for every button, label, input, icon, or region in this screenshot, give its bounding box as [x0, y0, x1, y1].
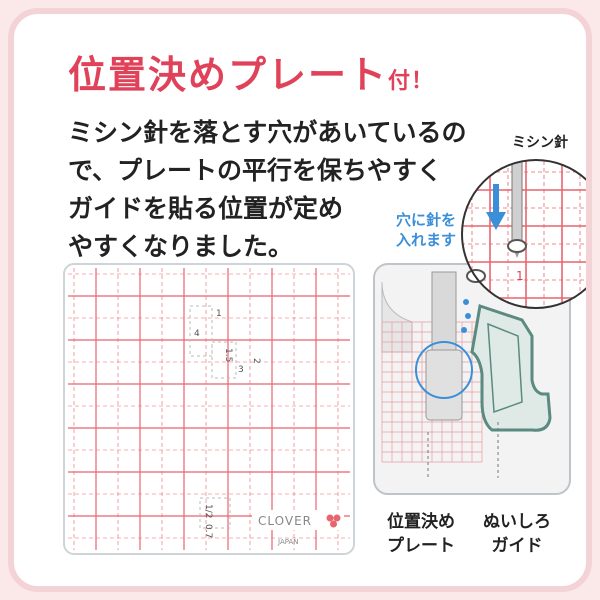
needle-position-dots: [461, 299, 471, 333]
mark-0-7: 0.7: [203, 524, 213, 538]
description: ミシン針を落とす穴があいているの で、プレートの平行を保ちやすく ガイドを貼る位…: [68, 114, 488, 266]
zoom-mark: 1: [516, 269, 524, 283]
insert-label-line: 穴に針を: [396, 211, 457, 229]
machine-guide-illustration: [373, 263, 571, 495]
plate-measure-labels: 4 1.5 3 2 1 1/2 0.7: [194, 309, 261, 538]
clover-logo: CLOVER: [258, 514, 312, 528]
origin-label: JAPAN: [277, 538, 299, 546]
description-line: ミシン針を落とす穴があいているの: [68, 118, 467, 147]
guide-label: ぬいしろ ガイド: [472, 510, 562, 558]
guide-inner-edge: [487, 322, 523, 414]
mark-2: 2: [251, 358, 261, 364]
mark-3: 3: [238, 365, 244, 375]
zoom-circle-bg: [462, 160, 586, 308]
positioning-plate-illustration: 4 1.5 3 2 1 1/2 0.7 CLOVER JAPAN: [63, 263, 355, 555]
plate-outline: [63, 263, 355, 555]
insert-needle-label: 穴に針を 入れます: [396, 210, 456, 250]
guide-label-line: ぬいしろ: [483, 512, 551, 532]
description-line: で、プレートの平行を保ちやすく: [68, 156, 443, 185]
mark-1-5: 1.5: [223, 348, 233, 362]
needle-label: ミシン針: [512, 135, 568, 151]
plate-label: 位置決め プレート: [376, 510, 466, 558]
needle-zoom-circle: [415, 341, 473, 399]
plate-label-line: 位置決め: [387, 512, 455, 532]
plate-grid: [68, 268, 350, 550]
needle-hole-marks: [189, 305, 237, 529]
zoom-circle-border: [461, 159, 586, 309]
mark-4: 4: [194, 329, 200, 339]
headline-suffix: 付！: [388, 69, 435, 94]
clover-leaf-icon: [326, 514, 341, 528]
presser-foot: [425, 349, 463, 421]
presser-bar: [431, 271, 457, 353]
headline-main: 位置決めプレート: [68, 53, 389, 97]
mark-half: 1/2: [203, 504, 213, 518]
plate-label-line: プレート: [387, 536, 455, 556]
product-card: 位置決めプレート付！ ミシン針を落とす穴があいているの で、プレートの平行を保ち…: [8, 8, 592, 592]
headline: 位置決めプレート付！: [68, 44, 434, 99]
insert-label-line: 入れます: [396, 231, 457, 249]
description-line: やすくなりました。: [68, 232, 294, 261]
description-line: ガイドを貼る位置が定め: [68, 194, 344, 223]
guide-label-line: ガイド: [491, 536, 543, 556]
logo-bg: [252, 510, 344, 530]
seam-allowance-guide: [470, 304, 552, 432]
mark-1: 1: [216, 309, 222, 319]
needle-zoom-illustration: 1: [461, 159, 586, 309]
needle-hole-zoom: [507, 239, 527, 253]
down-arrow-icon: [486, 212, 506, 230]
needle: [511, 160, 523, 247]
